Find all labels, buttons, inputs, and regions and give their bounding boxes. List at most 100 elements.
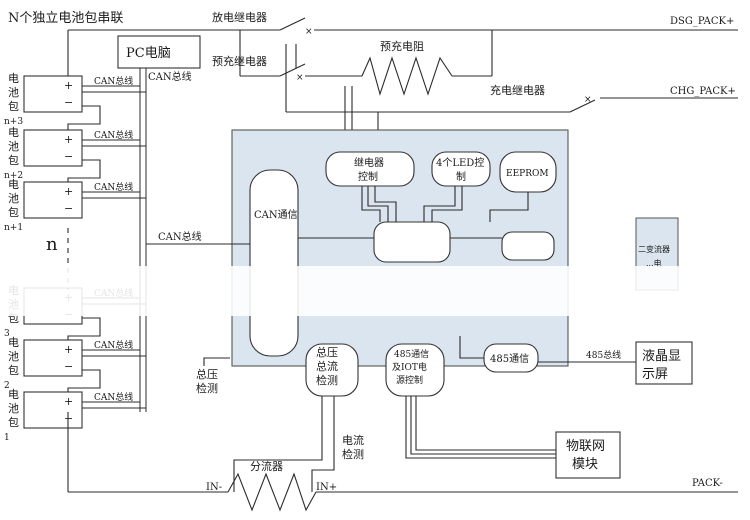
pack-can-label: CAN总线 [94,181,133,193]
pack-label-char: 电 [8,336,19,349]
minus-sign: − [64,412,73,425]
minus-sign: − [64,202,73,215]
precharge-relay-switch [279,63,306,77]
precharge-relay-label: 预充继电器 [212,54,267,68]
shunt-in-minus: IN- [206,482,222,493]
pack-index: 1 [4,433,10,443]
rs485-bus-label: 485总线 [586,349,621,361]
pack-label-char: 包 [8,206,19,219]
total-voltage-wire [203,357,230,366]
comm-iot-module [385,343,445,397]
pack-index: n+3 [4,117,23,127]
iot-ctrl-wire [405,396,556,459]
pc-label: PC电脑 [126,46,171,61]
pack-label-char: 电 [8,178,19,191]
mcu-link [431,186,463,222]
pack-minus-label: PACK- [692,478,723,489]
series-link-wire [67,105,101,130]
pack-label-char: 电 [8,388,19,401]
vc-line2: 总流 [316,359,338,373]
iot-line2: 模块 [572,457,598,472]
battery-pack-box [23,391,83,429]
pack-label-char: 电 [8,126,19,139]
current-detect-line1: 电流 [342,433,364,447]
led-control-line2: 制 [456,170,466,183]
discharge-relay-label: 放电继电器 [212,10,267,24]
battery-pack-box [23,181,83,219]
mcu-link [361,186,381,222]
charge-relay-switch [569,99,596,113]
can-bus-label: CAN总线 [148,70,192,83]
can-bus-label: CAN总线 [158,230,202,243]
can-comm-label: CAN通信 [254,209,298,221]
iot-ctrl-line2: 及IOT电 [392,361,427,373]
pack-label-char: 包 [8,312,19,325]
diagram-title: N个独立电池包串联 [8,11,123,26]
n-label: n [46,234,58,255]
pack-label-char: 包 [8,154,19,167]
plus-sign: + [64,185,73,198]
chg-pack-label: CHG_PACK+ [670,86,736,97]
ct-line2: ...电 [646,258,662,268]
pack-index: 3 [4,329,10,339]
pack-index: 2 [4,381,10,391]
current-module-stub [501,231,555,261]
pack-index: n+1 [4,223,23,233]
current-detect-line2: 检测 [342,447,364,461]
total-voltage-line2: 检测 [196,381,218,395]
pack-label-char: 包 [8,364,19,377]
series-link-wire [67,159,101,184]
vc-line3: 检测 [316,373,338,387]
plus-sign: + [64,133,73,146]
pack-label-char: 包 [8,416,19,429]
iot-ctrl-line1: 485通信 [394,348,429,360]
iot-ctrl-line3: 源控制 [396,374,423,386]
plus-sign: + [64,395,73,408]
series-link-wire [67,317,101,342]
battery-pack-box [23,339,83,377]
pack-label-char: 包 [8,100,19,113]
voltage-current-module [305,343,359,397]
can-comm-module [249,169,299,357]
pack-can-label: CAN总线 [94,129,133,141]
shunt-label: 分流器 [250,459,283,473]
led-control-line1: 4个LED控 [436,156,484,169]
pack-label-char: 池 [8,140,19,153]
pack-label-char: 电 [8,72,19,85]
relay-control-line1: 继电器 [354,156,384,169]
pack-label-char: 池 [8,350,19,363]
mcu-link [423,186,456,222]
cross-mark: × [296,73,304,83]
vc-line1: 总压 [316,345,338,359]
dsg-pack-label: DSG_PACK+ [670,16,734,27]
pack-can-label: CAN总线 [94,339,133,351]
discharge-relay-switch [279,17,306,31]
ct-line1: 二变流器 [638,244,670,254]
lcd-line2: 示屏 [642,367,668,382]
pack-can-label: CAN总线 [94,391,133,403]
iot-ctrl-wire [410,396,556,455]
battery-pack-group: 电池包n+3+−CAN总线电池包n+2+−CAN总线电池包n+1+−CAN总线电… [4,72,146,443]
minus-sign: − [64,360,73,373]
led-control-module [431,151,491,187]
current-detect-wire [311,396,335,492]
battery-pack-box [23,129,83,167]
blurred-band [0,266,750,316]
minus-sign: − [64,150,73,163]
eeprom-label: EEPROM [506,169,549,179]
lcd-line1: 液晶显 [642,349,681,364]
shunt-in-plus: IN+ [316,482,337,493]
minus-sign: − [64,96,73,109]
pc-box [117,35,201,69]
current-detect-wire [233,396,323,492]
relay-control-line2: 控制 [358,170,378,183]
plus-sign: + [64,79,73,92]
mcu-to-485-wire [459,336,484,359]
iot-module [555,431,621,479]
rs485-module-label: 485通信 [490,353,529,365]
mcu-link [374,186,397,222]
pack-index: n+2 [4,171,23,181]
precharge-resistor-label: 预充电阻 [380,39,424,53]
mcu-block [373,221,451,263]
